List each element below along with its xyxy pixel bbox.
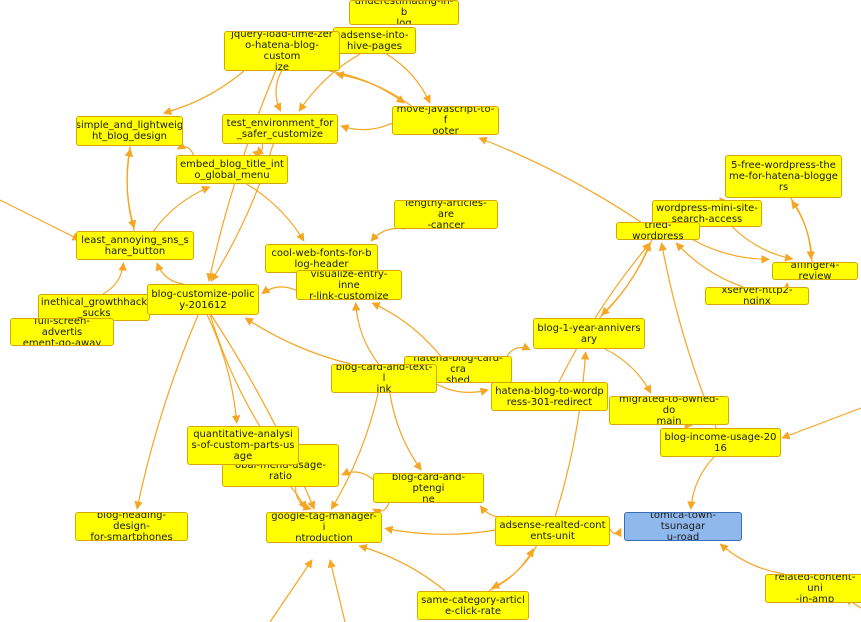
node-visualize-entry-inner-link[interactable]: visualize-entry-inne r-link-customize [296, 270, 402, 300]
node-lengthy-articles[interactable]: lengthy-articles-are -cancer [394, 200, 498, 229]
node-blog-income-usage[interactable]: blog-income-usage-20 16 [660, 428, 781, 457]
node-underestimating-in-blog[interactable]: underestimating-in-b log [349, 0, 459, 25]
edge-customize-policy-to-quantitative [206, 314, 241, 424]
edge-test-env-to-embed-title [251, 143, 264, 159]
edge-embed-title-to-cool-fonts [246, 183, 305, 242]
node-blog-1-year-anniversary[interactable]: blog-1-year-annivers ary [533, 318, 645, 349]
edge-ptengine-to-gtm [372, 502, 390, 517]
edge-customize-policy-to-sticky [209, 314, 270, 442]
edge-adsense-related-to-tomica [609, 527, 622, 538]
edge-adsense-related-to-same-category [490, 545, 538, 589]
edge-offscreen-0 [0, 199, 81, 241]
edge-same-category-to-adsense-related [488, 548, 534, 592]
node-adsense-into-archive-pages[interactable]: adsense-into- hive-pages [333, 27, 416, 54]
node-5-free-wordpress-theme[interactable]: 5-free-wordpress-the me-for-hatena-blogg… [725, 155, 842, 198]
node-blog-heading-design[interactable]: blog-heading-design- for-smartphones [75, 512, 188, 541]
edge-adsense-related-to-anniversary [554, 351, 590, 517]
node-google-tag-manager[interactable]: google-tag-manager-i ntroduction [266, 512, 382, 543]
node-inethical-growthhack[interactable]: inethical_growthhack _sucks [38, 294, 150, 321]
edge-inethical-to-least-sns [102, 262, 127, 295]
node-blog-customize-policy[interactable]: blog-customize-polic y-201612 [147, 284, 259, 315]
edge-redirect-to-tried-wp [558, 242, 651, 383]
node-full-screen-advertisement[interactable]: full-screen-advertis ement-go-away [10, 318, 114, 346]
edge-card-text-to-visualize [351, 302, 380, 365]
edge-anniversary-to-migrated [604, 348, 652, 394]
edge-jquery-to-test-env [273, 70, 283, 112]
edge-related-unit-to-tomica [719, 543, 785, 575]
edge-adsense-archive-to-test-env [298, 53, 361, 112]
node-related-content-unit-amp[interactable]: related-content-uni -in-amp [765, 574, 861, 603]
edge-adsense-archive-to-move-js [386, 53, 431, 104]
edge-jquery-to-simple [162, 70, 245, 116]
edge-card-crashed-to-anniversary [506, 342, 531, 357]
node-same-category-click-rate[interactable]: same-category-articl e-click-rate [417, 591, 529, 620]
node-hatena-blog-to-wordpress-redirect[interactable]: hatena-blog-to-wordp ress-301-redirect [491, 382, 608, 411]
edge-jquery-to-move-js [329, 70, 405, 104]
edge-card-text-to-gtm [330, 392, 379, 510]
node-cool-web-fonts[interactable]: cool-web-fonts-for-b log-header [265, 244, 378, 273]
node-adsense-related-contents[interactable]: adsense-realted-cont ents-unit [495, 516, 610, 546]
edge-customize-policy-to-least-sns [155, 262, 184, 285]
edge-card-text-to-ptengine [389, 392, 422, 471]
edge-tried-wp-to-affinger [693, 239, 770, 264]
edge-least-sns-to-simple [124, 148, 135, 232]
node-move-javascript-to-footer[interactable]: move-javascript-to-f ooter [392, 106, 499, 135]
edge-xserver-to-tried-wp [675, 242, 744, 288]
edge-anniversary-to-tried-wp [598, 242, 652, 319]
edge-card-text-to-redirect [436, 383, 489, 396]
edge-card-crashed-to-visualize [371, 302, 442, 357]
node-embed-blog-title[interactable]: embed_blog_title_int o_global_menu [176, 155, 288, 184]
edge-offscreen-3 [269, 559, 313, 622]
edge-offscreen-1 [781, 407, 861, 440]
node-blog-card-and-text-link[interactable]: blog-card-and-text-l ink [331, 364, 437, 393]
edge-5free-to-affinger [790, 197, 816, 260]
node-test-environment[interactable]: test_environment_for _safer_customize [222, 114, 338, 144]
edge-card-text-to-customize-policy [244, 317, 351, 365]
edge-adsense-related-to-gtm [384, 525, 496, 535]
edge-customize-policy-to-heading [134, 314, 199, 510]
edge-offscreen-4 [327, 559, 346, 622]
edge-income-to-tomica [687, 456, 715, 510]
node-simple-and-lightweight[interactable]: simple_and_lightweig ht_blog_design [76, 116, 183, 146]
edge-move-js-to-jquery [335, 71, 412, 107]
node-xserver-http2-nginx[interactable]: xserver-http2-nginx [705, 287, 809, 305]
edge-wp-mini-to-affinger [731, 226, 794, 262]
node-tried-wordpress[interactable]: tried-wordpress [616, 222, 700, 240]
node-blog-card-and-ptengine[interactable]: blog-card-and-ptengi ne [373, 473, 484, 503]
edge-affinger-to-5free [791, 200, 813, 263]
edge-same-category-to-gtm [358, 544, 446, 592]
node-affinger4-review[interactable]: affinger4-review [772, 262, 858, 280]
edge-tried-wp-to-anniversary [600, 239, 653, 316]
node-quantitative-analysis[interactable]: quantitative-analysi s-of-custom-parts-u… [187, 426, 299, 465]
edge-move-js-to-test-env [340, 122, 393, 133]
edge-sticky-to-gtm [294, 486, 312, 511]
node-migrated-to-owned-domain[interactable]: migrated-to-owned-do main [609, 396, 729, 425]
edge-lengthy-to-cool-fonts [370, 227, 406, 242]
node-least-annoying-sns[interactable]: least_annoying_sns_s hare_button [76, 231, 194, 260]
edge-embed-title-to-simple [176, 141, 194, 156]
edge-ptengine-to-sticky [341, 467, 374, 481]
node-jquery-load-time[interactable]: jquery-load-time-zer o-hatena-blog-custo… [224, 31, 340, 71]
node-tomica-town-current[interactable]: tomica-town-tsunagar u-road [624, 512, 742, 541]
edge-least-sns-to-embed-title [153, 185, 211, 232]
edge-visualize-to-customize-policy [261, 285, 297, 295]
edge-tried-wp-to-move-js [478, 136, 642, 223]
